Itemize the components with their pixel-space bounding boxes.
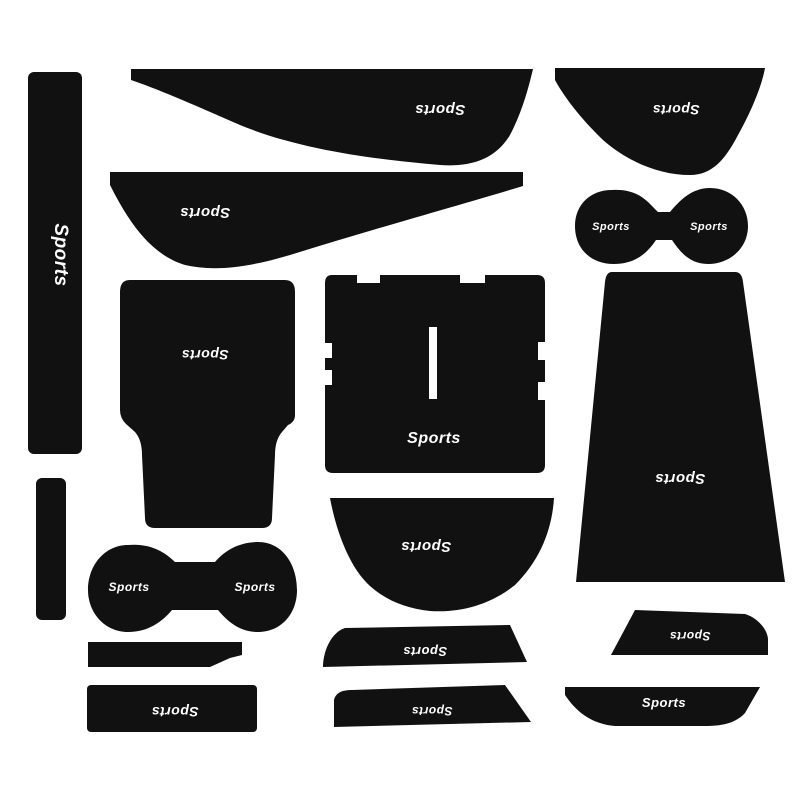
- sports-logo: Sports: [234, 580, 275, 594]
- sports-logo: Sports: [50, 223, 71, 286]
- door-strip-right-upper: Sports: [611, 610, 768, 655]
- bar-thin-left: [88, 642, 242, 667]
- sports-logo: Sports: [655, 470, 706, 487]
- cup-pair-bottom-left: Sports Sports: [88, 542, 297, 632]
- slot-mat-tall-right: Sports: [576, 272, 785, 582]
- sports-logo: Sports: [669, 629, 710, 643]
- slot-cutout: [429, 327, 437, 399]
- sports-logo: Sports: [108, 580, 149, 594]
- sports-logo: Sports: [181, 347, 228, 363]
- sports-logo: Sports: [690, 221, 728, 233]
- sports-logo: Sports: [642, 695, 686, 710]
- sports-logo: Sports: [401, 538, 452, 555]
- door-strip-center-upper: Sports: [323, 625, 527, 667]
- console-mat-left: Sports: [120, 280, 295, 528]
- liner-top-right: Sports: [555, 68, 765, 175]
- sports-logo: Sports: [407, 430, 461, 447]
- sports-logo: Sports: [415, 101, 466, 118]
- sports-logo: Sports: [411, 704, 452, 718]
- sports-logo: Sports: [652, 102, 699, 118]
- sports-logo: Sports: [403, 644, 447, 659]
- sports-logo: Sports: [592, 221, 630, 233]
- door-strip-center-lower: Sports: [334, 685, 531, 727]
- liner-top-wide: Sports: [131, 69, 533, 166]
- bar-rect-left: Sports: [87, 685, 257, 732]
- cup-pair-top-right: Sports Sports: [575, 188, 748, 264]
- strip-left-short: [36, 478, 66, 620]
- sports-logo: Sports: [151, 704, 198, 720]
- strip-left-long: Sports: [28, 72, 82, 454]
- liner-wedge-left: Sports: [110, 172, 523, 269]
- console-mat-center: Sports: [325, 275, 545, 473]
- pocket-shield-center: Sports: [330, 498, 554, 612]
- door-strip-right-lower: Sports: [565, 687, 760, 726]
- sports-logo: Sports: [180, 204, 231, 221]
